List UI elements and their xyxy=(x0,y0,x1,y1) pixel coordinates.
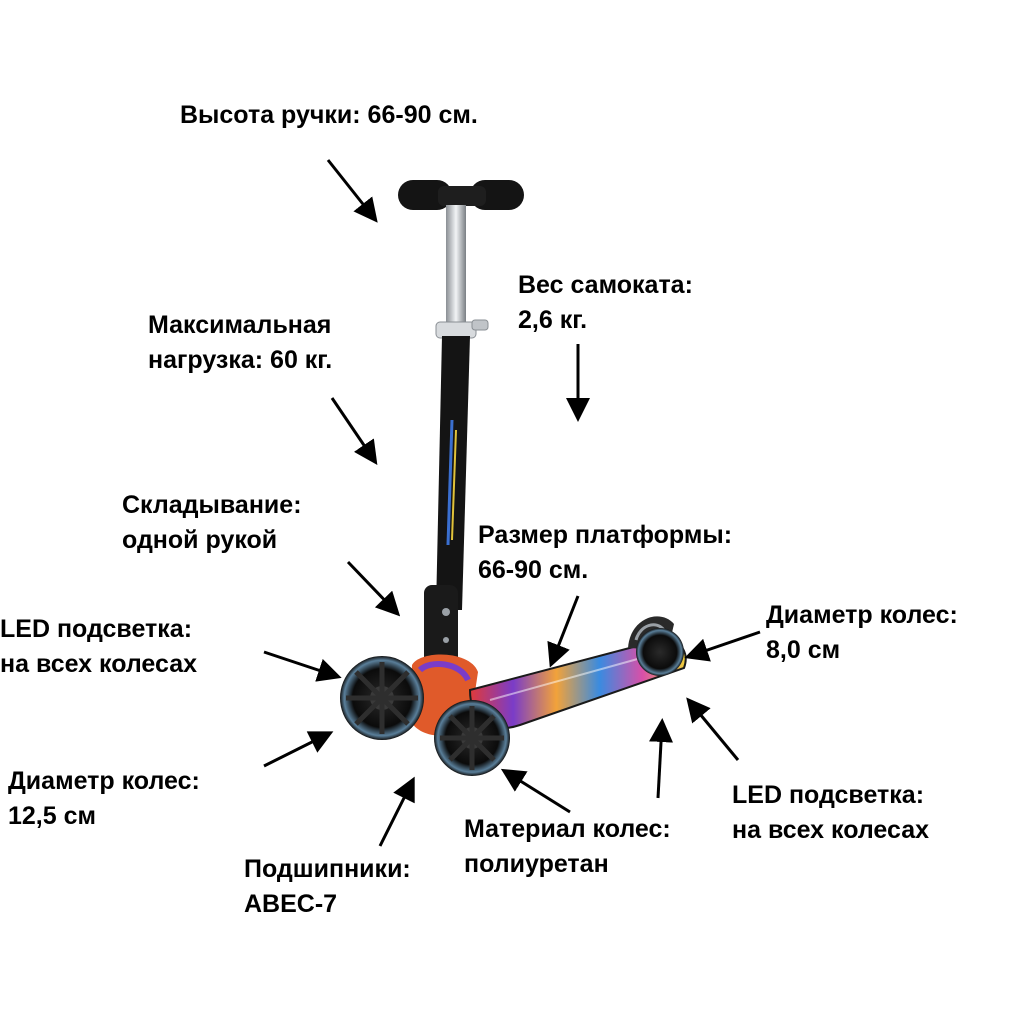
label-led-right: LED подсветка: на всех колесах xyxy=(732,778,929,848)
stem-decal xyxy=(446,419,454,546)
arrow-icon xyxy=(684,630,761,662)
label-folding: Складывание: одной рукой xyxy=(122,488,302,558)
label-platform-size-line-2: 66-90 см. xyxy=(478,556,589,584)
handlebar-center xyxy=(438,186,486,206)
arrow-icon xyxy=(330,397,378,465)
label-weight-line-2: 2,6 кг. xyxy=(518,306,588,334)
label-folding-line-1: Складывание: xyxy=(122,491,302,519)
label-wheel-material-line-2: полиуретан xyxy=(464,850,609,878)
label-max-load-line-1: Максимальная xyxy=(148,311,332,339)
label-rear-wheel-diameter-line-2: 8,0 см xyxy=(766,636,841,664)
label-handle-height: Высота ручки: 66-90 см. xyxy=(180,98,478,133)
upper-stem xyxy=(446,205,466,330)
label-folding-line-2: одной рукой xyxy=(122,526,278,554)
label-wheel-material: Материал колес: полиуретан xyxy=(464,812,671,882)
label-led-right-line-1: LED подсветка: xyxy=(732,781,925,809)
arrow-icon xyxy=(263,731,334,768)
arrow-icon xyxy=(500,768,571,814)
arrow-icon xyxy=(686,697,740,761)
folding-joint xyxy=(424,585,458,665)
front-right-wheel xyxy=(434,700,510,776)
label-led-left-line-2: на всех колесах xyxy=(0,650,197,678)
stem-decal-accent xyxy=(451,429,457,541)
label-max-load: Максимальная нагрузка: 60 кг. xyxy=(148,308,332,378)
rear-brake-highlight xyxy=(634,623,666,641)
arrow-icon xyxy=(263,650,342,682)
label-bearings-line-1: Подшипники: xyxy=(244,855,411,883)
label-led-left-line-1: LED подсветка: xyxy=(0,615,193,643)
label-wheel-material-line-1: Материал колес: xyxy=(464,815,671,843)
left-grip xyxy=(398,180,452,210)
label-max-load-line-2: нагрузка: 60 кг. xyxy=(148,346,333,374)
label-led-left: LED подсветка: на всех колесах xyxy=(0,612,197,682)
label-front-wheel-diameter-line-1: Диаметр колес: xyxy=(8,767,200,795)
arrow-icon xyxy=(346,560,401,617)
label-platform-size: Размер платформы: 66-90 см. xyxy=(478,518,732,588)
label-rear-wheel-diameter-line-1: Диаметр колес: xyxy=(766,601,958,629)
label-bearings-line-2: ABEC-7 xyxy=(244,890,338,918)
label-rear-wheel-diameter: Диаметр колес: 8,0 см xyxy=(766,598,958,668)
arrow-icon xyxy=(378,776,415,847)
rear-wheel xyxy=(636,628,684,676)
label-handle-height-text: Высота ручки: 66-90 см. xyxy=(180,101,478,129)
label-front-wheel-diameter-line-2: 12,5 см xyxy=(8,802,97,830)
lower-stem xyxy=(436,336,470,610)
label-platform-size-line-1: Размер платформы: xyxy=(478,521,733,549)
label-weight-line-1: Вес самоката: xyxy=(518,271,693,299)
front-body-pattern xyxy=(417,661,471,682)
arrow-icon xyxy=(649,718,674,799)
label-front-wheel-diameter: Диаметр колес: 12,5 см xyxy=(8,764,200,834)
arrow-icon xyxy=(547,595,580,668)
handlebar xyxy=(398,180,524,210)
stem-clamp xyxy=(435,319,489,339)
front-left-wheel xyxy=(340,656,424,740)
label-weight: Вес самоката: 2,6 кг. xyxy=(518,268,693,338)
arrow-icon xyxy=(326,159,378,223)
label-bearings: Подшипники: ABEC-7 xyxy=(244,852,411,922)
label-led-right-line-2: на всех колесах xyxy=(732,816,929,844)
